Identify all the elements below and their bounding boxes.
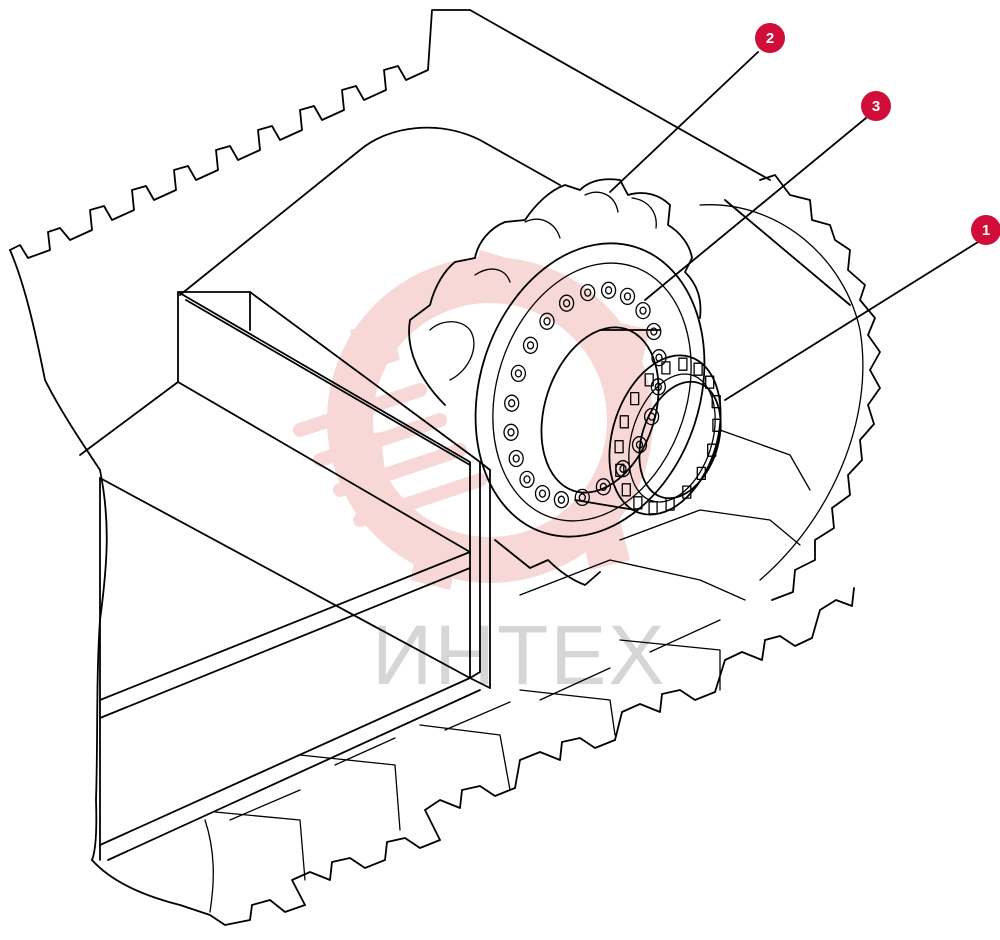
upper-track-teeth bbox=[9, 9, 471, 259]
bolt-center bbox=[557, 495, 566, 504]
bolt-head bbox=[508, 449, 524, 468]
bolt-head bbox=[558, 294, 575, 312]
bearing-slot bbox=[644, 373, 654, 387]
main-beam bbox=[79, 291, 491, 861]
bearing-slot bbox=[711, 395, 721, 409]
bolt-head bbox=[619, 287, 636, 306]
bearing-slot bbox=[648, 501, 658, 515]
bolt-center bbox=[507, 428, 515, 437]
bolt-head bbox=[503, 423, 519, 441]
bolt-head bbox=[595, 478, 612, 496]
bolt-center bbox=[584, 288, 592, 297]
bearing-slot bbox=[678, 357, 688, 371]
bolt-center bbox=[650, 327, 658, 336]
bolt-ring bbox=[503, 281, 667, 509]
front-sprocket bbox=[408, 178, 706, 586]
bolt-center bbox=[562, 299, 571, 308]
bearing-slot bbox=[630, 391, 640, 406]
bolt-head bbox=[600, 281, 617, 299]
bearing-slot bbox=[614, 440, 624, 454]
callout-1: 1 bbox=[971, 215, 1000, 245]
bolt-center bbox=[514, 369, 523, 378]
bearing-slot bbox=[707, 443, 717, 457]
bolt-head bbox=[519, 470, 535, 489]
upper-track-side bbox=[9, 249, 108, 861]
callout-3-label: 3 bbox=[872, 98, 880, 115]
bearing-slot bbox=[665, 497, 675, 511]
bearing-slot bbox=[621, 483, 631, 497]
bearing-slot bbox=[661, 361, 671, 375]
callout-1-marker bbox=[971, 215, 1000, 245]
callout-2-label: 2 bbox=[766, 30, 774, 47]
upper-track-edge bbox=[469, 9, 771, 181]
bolt-center bbox=[512, 454, 520, 463]
leader-line-3 bbox=[644, 117, 867, 301]
bolt-head bbox=[643, 407, 660, 426]
bolt-center bbox=[639, 306, 647, 315]
bearing-slot bbox=[705, 375, 715, 389]
frame-edge-right bbox=[724, 199, 851, 306]
bearing-slot bbox=[693, 362, 703, 376]
bolt-head bbox=[646, 322, 662, 341]
bearing-slot bbox=[619, 415, 629, 429]
bearing-slot bbox=[696, 466, 706, 481]
callout-3-marker bbox=[861, 91, 891, 121]
bolt-center bbox=[526, 341, 535, 350]
bolt-center bbox=[508, 399, 516, 408]
bolt-center bbox=[619, 464, 627, 473]
bolt-head bbox=[522, 336, 539, 354]
bolt-head bbox=[553, 491, 570, 509]
bolt-head bbox=[580, 283, 596, 302]
bolt-head bbox=[635, 301, 651, 320]
callout-2: 2 bbox=[755, 23, 785, 53]
bearing-slot bbox=[615, 463, 625, 477]
leader-line-2 bbox=[609, 51, 759, 193]
bolt-center bbox=[523, 475, 531, 484]
bolt-center bbox=[604, 286, 613, 295]
rear-sprocket bbox=[699, 174, 881, 601]
hub-bearing-slots bbox=[614, 357, 722, 515]
callout-3: 3 bbox=[861, 91, 891, 121]
frame-cowl bbox=[179, 126, 561, 296]
watermark-text: ИНТЕХ bbox=[372, 608, 666, 702]
bearing-slot bbox=[712, 418, 722, 432]
bearing-slot bbox=[682, 485, 692, 499]
bolt-center bbox=[623, 292, 632, 301]
bearing-slot bbox=[633, 496, 643, 510]
bolt-center bbox=[538, 489, 547, 498]
callout-1-label: 1 bbox=[982, 222, 990, 239]
lower-track-shoes bbox=[91, 429, 855, 926]
leader-line-1 bbox=[724, 241, 979, 401]
bolt-center bbox=[543, 317, 551, 326]
bolt-head bbox=[510, 364, 527, 383]
bolt-head bbox=[574, 488, 590, 507]
callout-2-marker bbox=[755, 23, 785, 53]
bolt-head bbox=[539, 312, 555, 330]
bolt-head bbox=[504, 394, 520, 412]
bolt-head bbox=[534, 484, 551, 503]
